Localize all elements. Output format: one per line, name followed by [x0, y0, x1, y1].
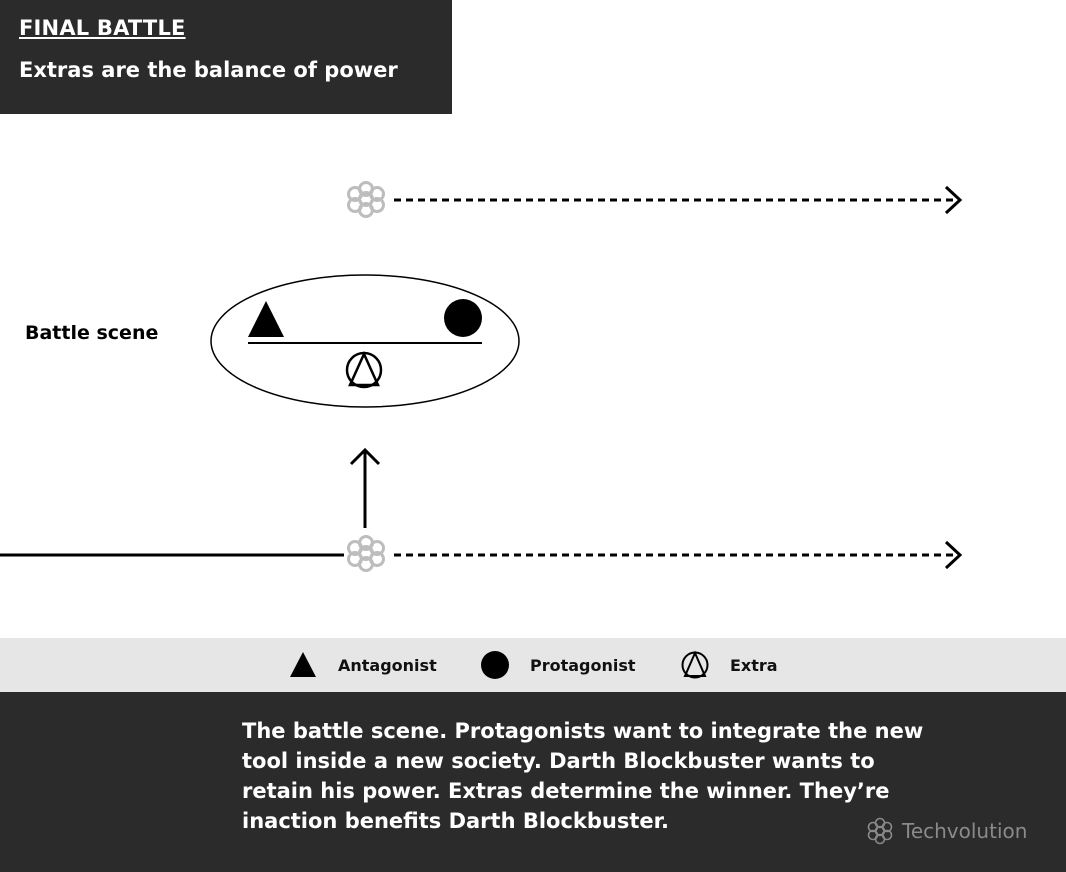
page-subtitle: Extras are the balance of power	[19, 58, 398, 82]
battle-scene-ellipse	[210, 274, 520, 408]
protagonist-icon	[444, 299, 482, 337]
caption-text: The battle scene. Protagonists want to i…	[242, 719, 924, 833]
legend-item-antagonist: Antagonist	[288, 638, 437, 692]
legend: Antagonist Protagonist Extra	[0, 638, 1066, 692]
extra-icon	[345, 350, 383, 389]
legend-label: Protagonist	[530, 655, 636, 675]
upper-arrowhead	[944, 185, 963, 215]
legend-label: Antagonist	[338, 655, 437, 675]
outlined-triangle-circle-icon	[681, 650, 709, 679]
upward-arrowhead	[349, 447, 381, 466]
battle-scene-label: Battle scene	[25, 322, 159, 344]
filled-circle-icon	[481, 651, 509, 679]
brand-name: Techvolution	[902, 819, 1028, 843]
lower-arrowhead	[944, 540, 963, 570]
brand-cluster-icon	[867, 817, 893, 845]
upper-cluster-icon	[347, 181, 385, 218]
caption-panel: The battle scene. Protagonists want to i…	[0, 692, 1066, 872]
battle-diagram	[0, 181, 963, 572]
filled-triangle-icon	[290, 652, 316, 677]
page-title: FINAL BATTLE	[19, 16, 186, 40]
lower-cluster-icon	[347, 535, 385, 572]
legend-item-protagonist: Protagonist	[480, 638, 636, 692]
title-panel: FINAL BATTLE Extras are the balance of p…	[0, 0, 452, 114]
legend-label: Extra	[730, 655, 778, 675]
brand-logo: Techvolution	[866, 817, 1027, 845]
legend-item-extra: Extra	[680, 638, 778, 692]
antagonist-icon	[248, 301, 284, 337]
